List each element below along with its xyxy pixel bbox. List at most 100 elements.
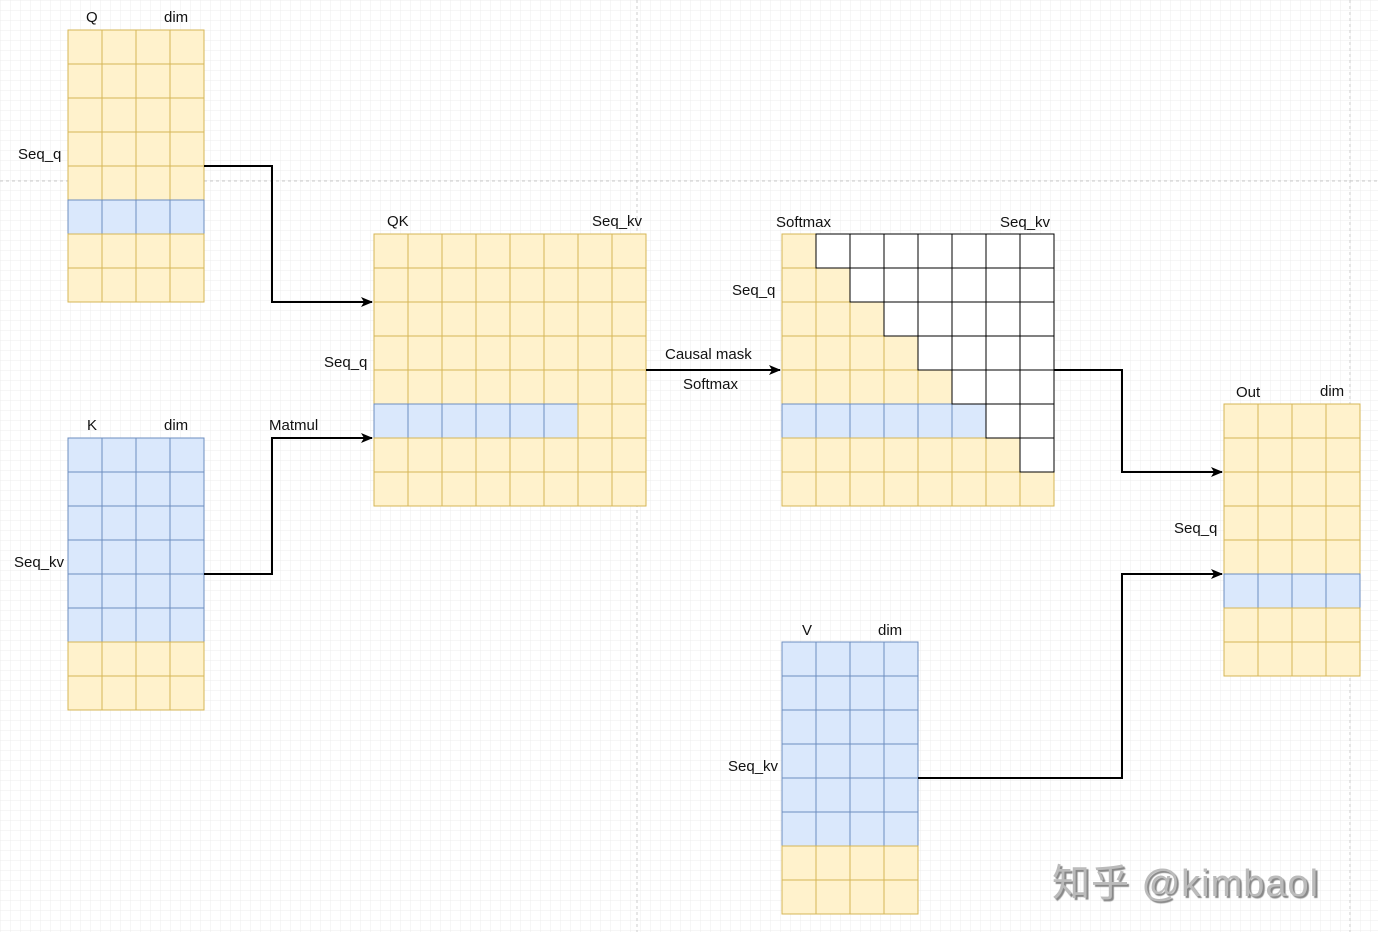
qk-cell bbox=[611, 335, 647, 371]
qk-cell bbox=[509, 403, 545, 439]
qk-cell bbox=[441, 403, 477, 439]
qk-cell bbox=[577, 403, 613, 439]
q-cell bbox=[169, 199, 205, 235]
q-title: Q bbox=[86, 9, 98, 26]
v-cell bbox=[815, 879, 851, 915]
softmax-masked-cell bbox=[951, 335, 987, 371]
qk-cell bbox=[543, 403, 579, 439]
q-cell bbox=[169, 165, 205, 201]
k-cell bbox=[135, 675, 171, 711]
out-cell bbox=[1291, 573, 1327, 609]
softmax-masked-cell bbox=[1019, 301, 1055, 337]
out-cell bbox=[1291, 607, 1327, 643]
qk-cell bbox=[475, 335, 511, 371]
softmax-to-out-arrow bbox=[1054, 369, 1223, 477]
k-cell bbox=[169, 675, 205, 711]
q-cell bbox=[67, 131, 103, 167]
k-cell bbox=[67, 505, 103, 541]
k-title: K bbox=[87, 417, 98, 434]
v-cell bbox=[883, 675, 919, 711]
q-cell bbox=[169, 233, 205, 269]
qk-cell bbox=[509, 233, 545, 269]
v-cell bbox=[815, 845, 851, 881]
softmax-cell bbox=[781, 301, 817, 337]
softmax-cell bbox=[883, 471, 919, 507]
v-cell bbox=[883, 743, 919, 779]
softmax-cell bbox=[815, 267, 851, 303]
q-cell bbox=[101, 267, 137, 303]
softmax-masked-cell bbox=[985, 233, 1021, 269]
k-cell bbox=[135, 505, 171, 541]
qk-cell bbox=[373, 267, 409, 303]
v-matrix bbox=[781, 641, 919, 915]
qk-cell bbox=[475, 233, 511, 269]
qk-cell bbox=[543, 437, 579, 473]
qk-cell bbox=[509, 437, 545, 473]
out-cell bbox=[1223, 471, 1259, 507]
softmax-masked-cell bbox=[849, 233, 885, 269]
v-cell bbox=[849, 811, 885, 847]
softmax-cell bbox=[849, 437, 885, 473]
softmax-cell bbox=[917, 403, 953, 439]
v-cell bbox=[883, 845, 919, 881]
k-cell bbox=[67, 641, 103, 677]
k-cell bbox=[169, 573, 205, 609]
out-cell bbox=[1291, 403, 1327, 439]
q-cell bbox=[67, 63, 103, 99]
qk-cell bbox=[441, 301, 477, 337]
softmax-cell bbox=[951, 471, 987, 507]
qk-cell bbox=[407, 437, 443, 473]
softmax-cell bbox=[815, 301, 851, 337]
k-cell bbox=[135, 607, 171, 643]
qk-cell bbox=[509, 301, 545, 337]
softmax-cell bbox=[815, 403, 851, 439]
qk-cell bbox=[543, 267, 579, 303]
k-cell bbox=[135, 641, 171, 677]
out-cell bbox=[1325, 607, 1361, 643]
v-cell bbox=[883, 811, 919, 847]
softmax-masked-cell bbox=[1019, 369, 1055, 405]
qk-cell bbox=[441, 335, 477, 371]
qk-cell bbox=[611, 301, 647, 337]
q-cell bbox=[67, 165, 103, 201]
k-cell bbox=[101, 641, 137, 677]
v-cell bbox=[781, 845, 817, 881]
v-cell bbox=[849, 743, 885, 779]
v-cell bbox=[815, 811, 851, 847]
q-cell bbox=[135, 97, 171, 133]
k-cell bbox=[135, 573, 171, 609]
softmax-masked-cell bbox=[917, 301, 953, 337]
softmax-cell bbox=[883, 437, 919, 473]
k-cell bbox=[169, 539, 205, 575]
qk-cell bbox=[543, 335, 579, 371]
softmax-masked-cell bbox=[883, 233, 919, 269]
q-cell bbox=[169, 29, 205, 65]
out-cell bbox=[1325, 437, 1361, 473]
k-cell bbox=[135, 471, 171, 507]
q-cell bbox=[169, 97, 205, 133]
out-cell bbox=[1325, 539, 1361, 575]
qk-cell bbox=[441, 437, 477, 473]
v-cell bbox=[781, 641, 817, 677]
out-cell bbox=[1291, 539, 1327, 575]
out-cell bbox=[1223, 403, 1259, 439]
qk-cell bbox=[543, 301, 579, 337]
qk-cell bbox=[611, 403, 647, 439]
v-cell bbox=[883, 879, 919, 915]
q-cell bbox=[67, 97, 103, 133]
q-cell bbox=[135, 29, 171, 65]
qk-cell bbox=[577, 233, 613, 269]
k-cell bbox=[67, 471, 103, 507]
softmax-cell bbox=[883, 403, 919, 439]
out-cell bbox=[1257, 539, 1293, 575]
q-cell bbox=[67, 233, 103, 269]
qk-cell bbox=[373, 471, 409, 507]
softmax-masked-cell bbox=[951, 267, 987, 303]
q-cell bbox=[101, 233, 137, 269]
qk-cell bbox=[441, 233, 477, 269]
softmax-cell bbox=[985, 471, 1021, 507]
qk-cell bbox=[407, 403, 443, 439]
k-cell bbox=[67, 607, 103, 643]
softmax-masked-cell bbox=[951, 369, 987, 405]
